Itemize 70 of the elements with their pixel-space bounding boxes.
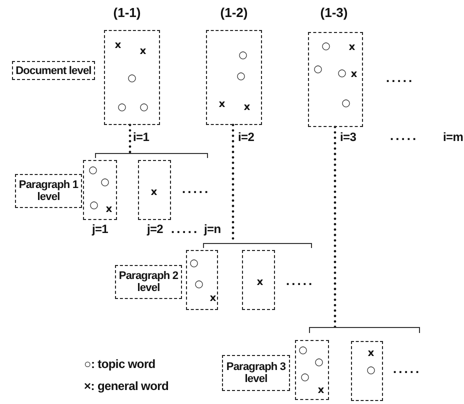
word-mark: ○: [314, 358, 324, 368]
level-label: Paragraph 1 level: [18, 179, 80, 203]
edge-label: i=2: [238, 131, 254, 144]
word-mark: x: [244, 103, 250, 113]
word-mark: x: [140, 47, 146, 57]
word-mark: ○: [342, 99, 350, 109]
paragraph-box: [242, 250, 275, 310]
ellipsis: .....: [182, 182, 210, 195]
ellipsis: .....: [386, 71, 414, 84]
word-mark: x: [218, 100, 226, 110]
column-heading: (1-3): [320, 6, 348, 19]
level-frame: [222, 355, 290, 391]
word-mark: ○: [88, 166, 98, 176]
word-mark: x: [210, 294, 216, 304]
bracket: [203, 243, 312, 248]
word-mark: ○: [118, 103, 126, 113]
paragraph-box: [83, 160, 117, 220]
level-label: Paragraph 2 level: [118, 270, 180, 294]
index-label: j=1: [92, 223, 108, 236]
index-label: j=n: [204, 223, 221, 236]
level-label: Paragraph 3 level: [225, 361, 287, 385]
level-frame: [15, 174, 82, 208]
ellipsis: .....: [390, 129, 418, 142]
bracket: [95, 153, 208, 158]
column-heading: (1-1): [113, 6, 141, 19]
document-box: [308, 32, 363, 127]
level-frame: [115, 265, 182, 299]
word-mark: ○: [128, 74, 136, 84]
word-mark: ○: [322, 42, 330, 52]
paragraph-box: [138, 160, 171, 220]
index-label: i=m: [443, 131, 464, 144]
word-mark: x: [114, 41, 122, 51]
word-mark: x: [150, 188, 158, 198]
word-mark: ○: [190, 259, 198, 269]
paragraph-box: [186, 250, 218, 310]
word-mark: ○: [238, 51, 248, 61]
dotted-connector: [334, 126, 336, 328]
column-heading: (1-2): [220, 6, 248, 19]
word-mark: ○: [314, 65, 322, 75]
document-box: [104, 30, 160, 125]
word-mark: ○: [300, 373, 310, 383]
edge-label: i=1: [133, 131, 150, 144]
document-box: [206, 30, 262, 125]
ellipsis: .....: [286, 274, 314, 287]
word-mark: ○: [338, 69, 346, 79]
paragraph-box: [295, 340, 329, 400]
word-mark: x: [106, 205, 112, 215]
word-mark: ○: [366, 366, 376, 376]
edge-label: i=3: [340, 131, 356, 144]
word-mark: ○: [194, 280, 204, 290]
paragraph-box: [351, 341, 383, 401]
word-mark: x: [318, 386, 324, 396]
word-mark: ○: [298, 346, 308, 356]
word-mark: x: [256, 278, 264, 288]
word-mark: ○: [236, 72, 246, 82]
word-mark: x: [350, 70, 358, 80]
level-label: Document level: [16, 64, 92, 76]
index-label: j=2: [146, 223, 164, 236]
word-mark: ○: [90, 201, 98, 211]
ellipsis: .....: [171, 222, 200, 235]
bracket: [309, 327, 420, 333]
level-frame: [12, 61, 95, 80]
legend-text: ×: general word: [84, 379, 169, 393]
word-mark: ○: [100, 178, 110, 188]
word-mark: x: [368, 349, 374, 359]
word-mark: ○: [140, 103, 148, 113]
word-mark: x: [348, 43, 356, 53]
legend-text: ○: topic word: [84, 357, 156, 371]
dotted-connector: [128, 124, 132, 154]
ellipsis: .....: [393, 362, 422, 375]
